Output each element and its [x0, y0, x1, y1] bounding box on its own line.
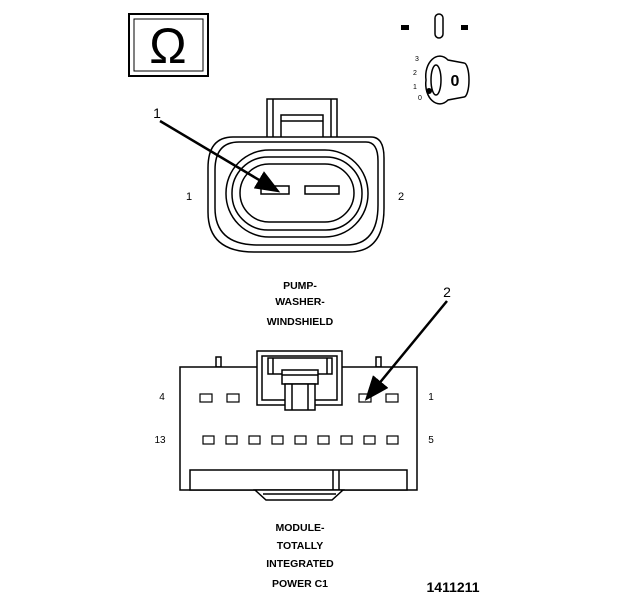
connector-name-line: MODULE-: [276, 522, 325, 534]
callout-1-number: 1: [153, 105, 161, 121]
switch-position-label: 1: [413, 84, 417, 91]
connector-pin-label: 4: [159, 392, 165, 403]
ohm-symbol: Ω: [149, 18, 186, 74]
connector-name-line: WASHER-: [275, 296, 325, 308]
connector-pin-label: 2: [398, 191, 404, 203]
callout-2-arrow: [364, 300, 448, 401]
ignition-switch-icon: 0 3 2 1 0: [401, 13, 470, 105]
switch-position-label: 0: [418, 95, 422, 102]
connector-name-line: INTEGRATED: [266, 558, 334, 570]
ohmmeter-icon: Ω: [128, 13, 209, 77]
washer-pump-connector: [207, 98, 385, 253]
connector-pin-label: 5: [428, 435, 434, 446]
connector-pin-label: 13: [154, 435, 166, 446]
switch-position-label: 2: [413, 70, 417, 77]
connector-name-line: PUMP-: [283, 280, 317, 292]
key-position-label: 0: [451, 73, 460, 90]
figure-id: 1411211: [427, 579, 480, 595]
terminal-cavities: [199, 393, 399, 445]
ignition-key-icon: 0: [424, 55, 470, 105]
switch-position-label: 3: [415, 56, 419, 63]
connector-name-line: WINDSHIELD: [267, 316, 334, 328]
callout-1-arrow: [159, 119, 281, 193]
connector-name-line: POWER C1: [272, 578, 328, 590]
connector-name-line: TOTALLY: [277, 540, 323, 552]
connector-pin-label: 1: [186, 191, 192, 203]
tipm-c1-connector: [179, 350, 418, 501]
callout-2-number: 2: [443, 284, 451, 300]
connector-pin-label: 1: [428, 392, 434, 403]
